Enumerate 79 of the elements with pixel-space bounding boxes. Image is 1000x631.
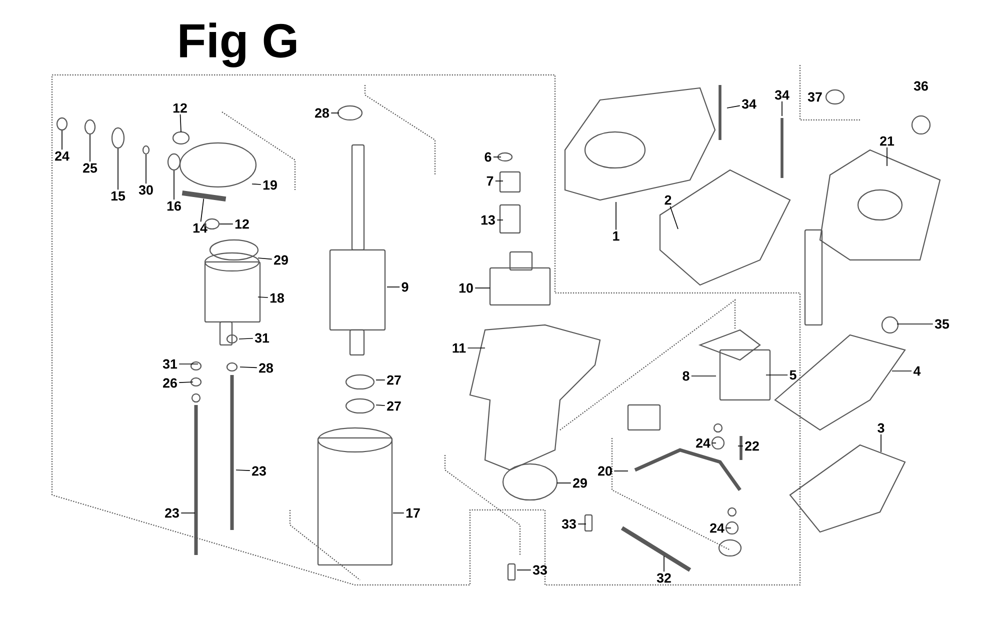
leader-line: [556, 482, 572, 484]
leader-line: [200, 198, 204, 222]
leader-line: [886, 146, 888, 166]
callout-number: 30: [138, 185, 153, 195]
washer: [142, 145, 150, 155]
leader-line: [492, 156, 502, 158]
callout-number: 22: [745, 441, 759, 451]
lever-arm: [182, 190, 226, 202]
washer: [56, 117, 68, 131]
callout-number: 6: [484, 152, 492, 162]
callout-number: 23: [165, 508, 179, 518]
callout-number: 9: [402, 282, 408, 292]
callout-number: 11: [452, 343, 466, 353]
leader-line: [880, 434, 882, 452]
washer: [111, 127, 125, 149]
callout-number: 34: [742, 99, 756, 109]
callout-number: 10: [459, 283, 473, 293]
callout-number: 14: [193, 223, 208, 233]
callout-number: 4: [914, 366, 921, 376]
leader-line: [238, 338, 254, 340]
callout-number: 32: [656, 573, 671, 583]
leader-line: [258, 296, 268, 298]
callout-number: 24: [55, 151, 70, 161]
washer: [84, 119, 96, 135]
callout-number: 29: [573, 478, 587, 488]
leader-line: [670, 206, 678, 230]
callout-number: 25: [83, 163, 98, 173]
callout-number: 15: [111, 191, 126, 201]
callout-number: 8: [682, 371, 690, 381]
leader-line: [236, 470, 250, 472]
callout-number: 20: [598, 466, 612, 476]
callout-number: 37: [808, 92, 822, 102]
callout-number: 31: [162, 359, 178, 369]
leader-line: [392, 512, 404, 514]
callout-number: 21: [880, 136, 894, 146]
callout-number: 36: [914, 81, 928, 91]
callout-number: 27: [387, 401, 401, 411]
callout-number: 16: [167, 201, 181, 211]
figure-title: Fig G: [180, 22, 296, 68]
callout-number: 5: [790, 370, 796, 380]
callout-number: 31: [254, 333, 270, 343]
callout-number: 1: [613, 231, 620, 241]
callout-number: 35: [934, 319, 950, 329]
leader-line: [240, 366, 258, 368]
leader-line: [386, 286, 400, 288]
callout-number: 24: [710, 523, 724, 533]
leader-line: [180, 114, 182, 132]
callout-number: 2: [664, 195, 672, 205]
callout-number: 26: [163, 378, 177, 388]
callout-number: 17: [406, 508, 420, 518]
leader-line: [180, 512, 196, 514]
leader-line: [726, 105, 740, 108]
callout-number: 23: [252, 466, 266, 476]
leader-line: [614, 470, 628, 472]
leader-line: [494, 180, 504, 182]
callout-number: 29: [274, 255, 288, 265]
washer: [167, 153, 181, 171]
leader-line: [892, 370, 912, 372]
callout-number: 34: [774, 90, 790, 100]
leader-line: [178, 382, 194, 384]
callout-number: 12: [235, 219, 249, 229]
leader-line: [330, 112, 340, 114]
callout-number: 33: [532, 565, 547, 575]
callout-number: 13: [481, 215, 495, 225]
leader-line: [712, 442, 716, 444]
callout-number: 19: [263, 180, 277, 190]
callout-number: 12: [173, 103, 187, 113]
callout-number: 33: [562, 519, 576, 529]
callout-number: 28: [315, 108, 330, 118]
callout-number: 28: [259, 363, 274, 373]
callout-number: 18: [270, 293, 284, 303]
leader-line: [766, 374, 788, 376]
callout-number: 3: [878, 423, 884, 433]
leader-line: [376, 404, 386, 406]
callout-number: 27: [387, 375, 401, 385]
leader-line: [258, 258, 272, 260]
callout-number: 24: [696, 438, 710, 448]
callout-number: 7: [486, 176, 494, 186]
leader-line: [252, 184, 262, 185]
